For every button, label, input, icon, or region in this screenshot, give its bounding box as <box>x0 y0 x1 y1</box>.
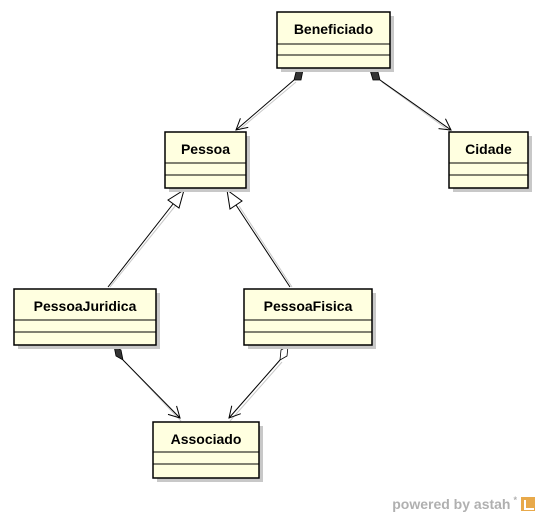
composition-juridica-associado <box>113 345 182 422</box>
class-pessoa-fisica[interactable]: PessoaFisica <box>243 288 376 349</box>
generalization-juridica-pessoa <box>107 188 185 288</box>
watermark-mark: * <box>513 495 517 505</box>
composition-beneficiado-cidade <box>369 69 452 133</box>
class-name: Cidade <box>465 141 512 157</box>
watermark-text: powered by astah <box>392 496 511 512</box>
astah-watermark: powered by astah* <box>392 495 535 512</box>
generalization-triangle <box>226 188 243 210</box>
class-name: PessoaJuridica <box>34 298 137 314</box>
generalization-fisica-pessoa <box>226 188 293 288</box>
astah-logo-icon <box>521 497 535 511</box>
generalization-triangle <box>167 188 185 209</box>
class-associado[interactable]: Associado <box>152 421 263 482</box>
class-name: PessoaFisica <box>264 298 353 314</box>
class-pessoa-juridica[interactable]: PessoaJuridica <box>13 288 160 349</box>
connectors <box>107 69 452 422</box>
aggregation-fisica-associado <box>228 345 289 422</box>
composition-beneficiado-pessoa <box>235 69 304 131</box>
class-name: Beneficiado <box>294 21 373 37</box>
class-beneficiado[interactable]: Beneficiado <box>276 11 394 72</box>
class-name: Associado <box>171 431 242 447</box>
class-cidade[interactable]: Cidade <box>448 131 532 192</box>
class-name: Pessoa <box>181 141 230 157</box>
class-pessoa[interactable]: Pessoa <box>164 131 250 192</box>
